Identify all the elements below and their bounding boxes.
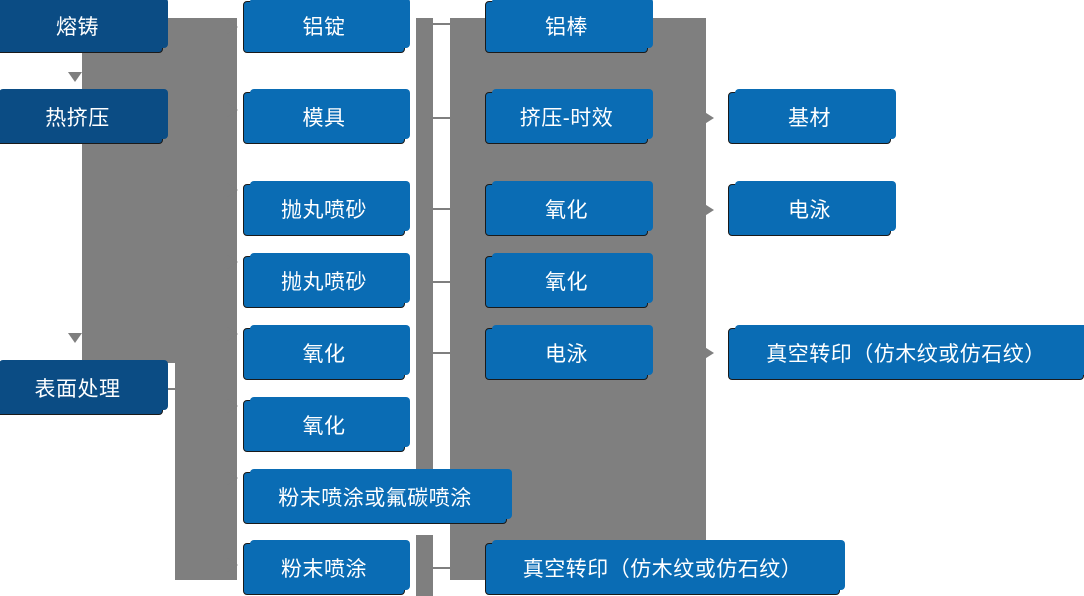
step-oxidation-1[interactable]: 氧化	[243, 325, 410, 380]
tick-to-proc-oxidation-1	[433, 208, 453, 210]
connector-bar-steps-upper	[416, 18, 433, 508]
arrow-to-step-aluminum-ingot	[227, 20, 238, 34]
stage-surface-treatment[interactable]: 表面处理	[0, 360, 168, 415]
arrow-to-step-oxidation-1	[227, 327, 238, 341]
step-mould[interactable]: 模具	[243, 89, 410, 144]
step-powder-or-fluorocarbon-coating-label: 粉末喷涂或氟碳喷涂	[278, 486, 472, 510]
step-shot-blasting-2[interactable]: 抛丸喷砂	[243, 253, 410, 308]
stage-melting-casting[interactable]: 熔铸	[0, 0, 168, 53]
tick-to-proc-aluminum-bar	[433, 23, 453, 25]
stage-melting-casting-label: 熔铸	[56, 15, 99, 39]
proc-aluminum-bar-label: 铝棒	[545, 15, 588, 39]
step-powder-coating[interactable]: 粉末喷涂	[243, 540, 410, 595]
out-base-material-label: 基材	[788, 106, 831, 130]
proc-electrophoresis-label: 电泳	[545, 342, 588, 366]
proc-aluminum-bar[interactable]: 铝棒	[485, 0, 653, 53]
step-oxidation-1-label: 氧化	[302, 342, 346, 366]
proc-oxidation-2-label: 氧化	[545, 270, 588, 294]
connector-bar-stages-trunk	[175, 18, 237, 580]
proc-oxidation-2[interactable]: 氧化	[485, 253, 653, 308]
arrow-to-out-vacuum-transfer-print	[703, 346, 714, 360]
arrow-to-step-oxidation-2	[227, 399, 238, 413]
step-powder-coating-label: 粉末喷涂	[281, 557, 367, 581]
proc-extrusion-aging[interactable]: 挤压-时效	[485, 89, 653, 144]
out-vacuum-transfer-print-label: 真空转印（仿木纹或仿石纹）	[766, 342, 1046, 366]
proc-vacuum-transfer-print[interactable]: 真空转印（仿木纹或仿石纹）	[485, 540, 845, 595]
proc-oxidation-1-label: 氧化	[545, 198, 588, 222]
step-aluminum-ingot[interactable]: 铝锭	[243, 0, 410, 53]
step-mould-label: 模具	[302, 106, 346, 130]
proc-vacuum-transfer-print-label: 真空转印（仿木纹或仿石纹）	[522, 557, 803, 581]
arrow-to-step-mould	[227, 103, 238, 117]
tick-to-proc-electrophoresis	[433, 352, 453, 354]
connector-bar-steps-lower	[416, 535, 433, 596]
step-shot-blasting-2-label: 抛丸喷砂	[281, 270, 367, 294]
out-vacuum-transfer-print[interactable]: 真空转印（仿木纹或仿石纹）	[728, 325, 1084, 380]
tick-to-proc-oxidation-2	[433, 281, 453, 283]
proc-oxidation-1[interactable]: 氧化	[485, 181, 653, 236]
arrow-to-step-shot-blasting-2	[227, 255, 238, 269]
proc-electrophoresis[interactable]: 电泳	[485, 325, 653, 380]
step-powder-or-fluorocarbon-coating[interactable]: 粉末喷涂或氟碳喷涂	[243, 469, 512, 524]
arrow-to-step-shot-blasting-1	[227, 183, 238, 197]
tick-to-proc-vacuum-transfer-print	[433, 567, 453, 569]
arrow-to-step-powder-or-fluorocarbon-coating	[227, 471, 238, 485]
out-electrophoresis-label: 电泳	[788, 198, 831, 222]
arrow-to-out-base-material	[703, 111, 714, 125]
stage-surface-treatment-label: 表面处理	[34, 377, 121, 401]
arrow-down-to-hot-extrusion	[68, 72, 82, 82]
out-base-material[interactable]: 基材	[728, 89, 896, 144]
connector-stem-surface-treatment	[163, 388, 185, 390]
stage-hot-extrusion[interactable]: 热挤压	[0, 89, 168, 144]
arrow-down-to-surface-treatment	[68, 333, 82, 343]
step-oxidation-2[interactable]: 氧化	[243, 397, 410, 452]
tick-to-proc-extrusion-aging	[433, 117, 453, 119]
step-oxidation-2-label: 氧化	[302, 414, 346, 438]
out-electrophoresis[interactable]: 电泳	[728, 181, 896, 236]
arrow-to-out-electrophoresis	[703, 203, 714, 217]
arrow-to-step-powder-coating	[227, 558, 238, 572]
step-shot-blasting-1[interactable]: 抛丸喷砂	[243, 181, 410, 236]
step-aluminum-ingot-label: 铝锭	[302, 15, 346, 39]
step-shot-blasting-1-label: 抛丸喷砂	[281, 198, 367, 222]
proc-extrusion-aging-label: 挤压-时效	[519, 106, 614, 130]
stage-hot-extrusion-label: 热挤压	[45, 106, 110, 130]
